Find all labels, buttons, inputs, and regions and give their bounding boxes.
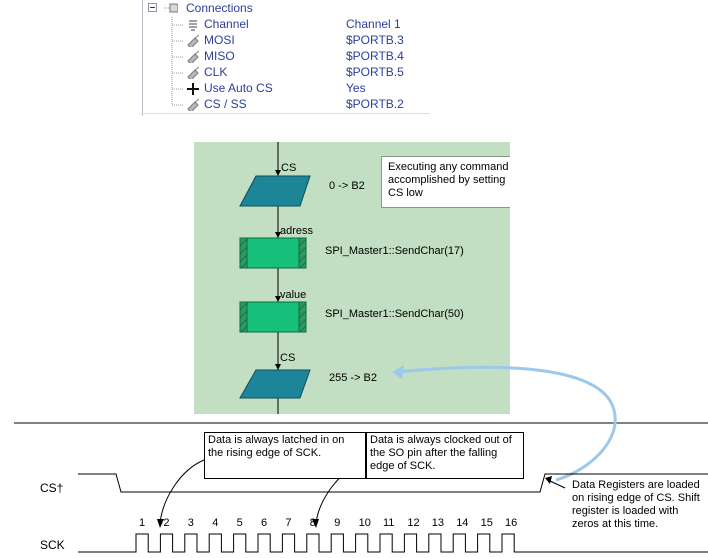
tree-connector-line	[171, 97, 184, 106]
tree-connector-line	[171, 17, 184, 33]
latched-pointer	[159, 459, 205, 525]
io-text-cs-low: 0 -> B2	[329, 180, 365, 192]
tree-row-label: CS / SS	[204, 97, 247, 111]
tree-group-connections[interactable]: Connections	[140, 1, 430, 17]
connector-arrowhead	[392, 365, 404, 379]
tree-row-label: CLK	[204, 65, 228, 79]
clocked-pointer-head	[312, 519, 319, 528]
clock-number: 2	[163, 517, 170, 529]
sck-waveform	[78, 533, 708, 553]
tree-row[interactable]: CLK $PORTB.5	[140, 65, 430, 81]
connections-icon	[164, 3, 178, 13]
clock-number: 11	[383, 517, 395, 529]
flow-arrowhead	[275, 364, 281, 370]
tree-connector-line	[171, 65, 184, 81]
edge-label-cs-2: CS	[280, 352, 296, 364]
tree-row-label: Use Auto CS	[204, 81, 273, 95]
clock-number: 9	[334, 517, 341, 529]
flowchart-graphics	[239, 142, 311, 414]
tree-border	[142, 0, 143, 116]
flow-arrowhead	[275, 296, 281, 302]
clock-number: 16	[505, 517, 518, 529]
pin-icon	[187, 99, 200, 111]
tree-row-value[interactable]: $PORTB.4	[346, 49, 404, 63]
cs-signal-label: CS†	[40, 481, 64, 495]
tree-row-label: MOSI	[204, 33, 235, 47]
process-text-send-17: SPI_Master1::SendChar(17)	[325, 245, 464, 257]
note-latched: Data is always latched in on the rising …	[204, 432, 366, 479]
note-registers: Data Registers are loaded on rising edge…	[572, 479, 700, 530]
collapse-icon[interactable]	[148, 3, 162, 15]
note-clocked: Data is always clocked out of the SO pin…	[366, 432, 524, 479]
clock-number: 5	[236, 517, 243, 529]
latched-pointer-head	[157, 519, 164, 528]
tree-bottom-divider	[140, 113, 430, 114]
clock-number: 13	[431, 517, 445, 529]
clock-number: 10	[358, 517, 371, 529]
edge-label-value: value	[280, 289, 307, 301]
tree-connector-line	[171, 81, 184, 97]
io-block-cs-low[interactable]	[239, 175, 311, 207]
clock-number: 12	[407, 517, 420, 529]
plus-icon	[187, 83, 199, 95]
clock-number: 4	[212, 517, 219, 529]
clock-number: 14	[456, 517, 469, 529]
property-tree: Connections Channel Channel 1 MOSI $PORTB.3…	[140, 0, 430, 116]
cs-waveform	[78, 473, 708, 493]
tree-row-label: Channel	[204, 17, 249, 31]
tree-row[interactable]: MISO $PORTB.4	[140, 49, 430, 65]
tree-row[interactable]: Use Auto CS Yes	[140, 81, 430, 97]
pin-icon	[187, 35, 200, 47]
edge-label-adress: adress	[280, 225, 314, 237]
registers-pointer	[547, 479, 566, 489]
io-block-cs-high[interactable]	[239, 369, 311, 399]
tree-row[interactable]: MOSI $PORTB.3	[140, 33, 430, 49]
tree-row-value[interactable]: $PORTB.5	[346, 65, 404, 79]
tree-row[interactable]: Channel Channel 1	[140, 17, 430, 33]
pin-icon	[187, 51, 200, 63]
flow-arrowhead	[275, 170, 281, 176]
flowchart-panel: CS 0 -> B2 adress SPI_Master1::SendChar(…	[194, 142, 510, 414]
registers-pointer-head	[545, 476, 552, 484]
sck-signal-label: SCK	[40, 538, 65, 552]
clock-number: 3	[187, 517, 194, 529]
tree-row[interactable]: CS / SS $PORTB.2	[140, 97, 430, 113]
tree-group-label: Connections	[186, 1, 253, 15]
flow-arrowhead	[275, 232, 281, 238]
process-block-send-17[interactable]	[239, 237, 307, 269]
clock-number: 15	[480, 517, 493, 529]
clock-number: 7	[285, 517, 292, 529]
clock-number: 1	[139, 517, 146, 529]
io-text-cs-high: 255 -> B2	[329, 372, 378, 384]
flowchart-note: Executing any command is accomplished by…	[381, 156, 510, 208]
tree-row-label: MISO	[204, 49, 235, 63]
tree-row-value[interactable]: Yes	[346, 81, 366, 95]
pin-icon	[187, 67, 200, 79]
tree-connector-line	[171, 33, 184, 49]
tree-connector-line	[171, 49, 184, 65]
tree-row-value[interactable]: $PORTB.2	[346, 97, 404, 111]
tree-row-value[interactable]: $PORTB.3	[346, 33, 404, 47]
list-icon	[189, 20, 197, 31]
process-text-send-50: SPI_Master1::SendChar(50)	[325, 308, 464, 320]
connector-arrow	[395, 365, 617, 482]
clock-number: 6	[261, 517, 268, 529]
edge-label-cs: CS	[281, 162, 297, 174]
tree-row-value[interactable]: Channel 1	[346, 17, 401, 31]
clock-number: 8	[309, 517, 316, 529]
process-block-send-50[interactable]	[239, 301, 307, 333]
